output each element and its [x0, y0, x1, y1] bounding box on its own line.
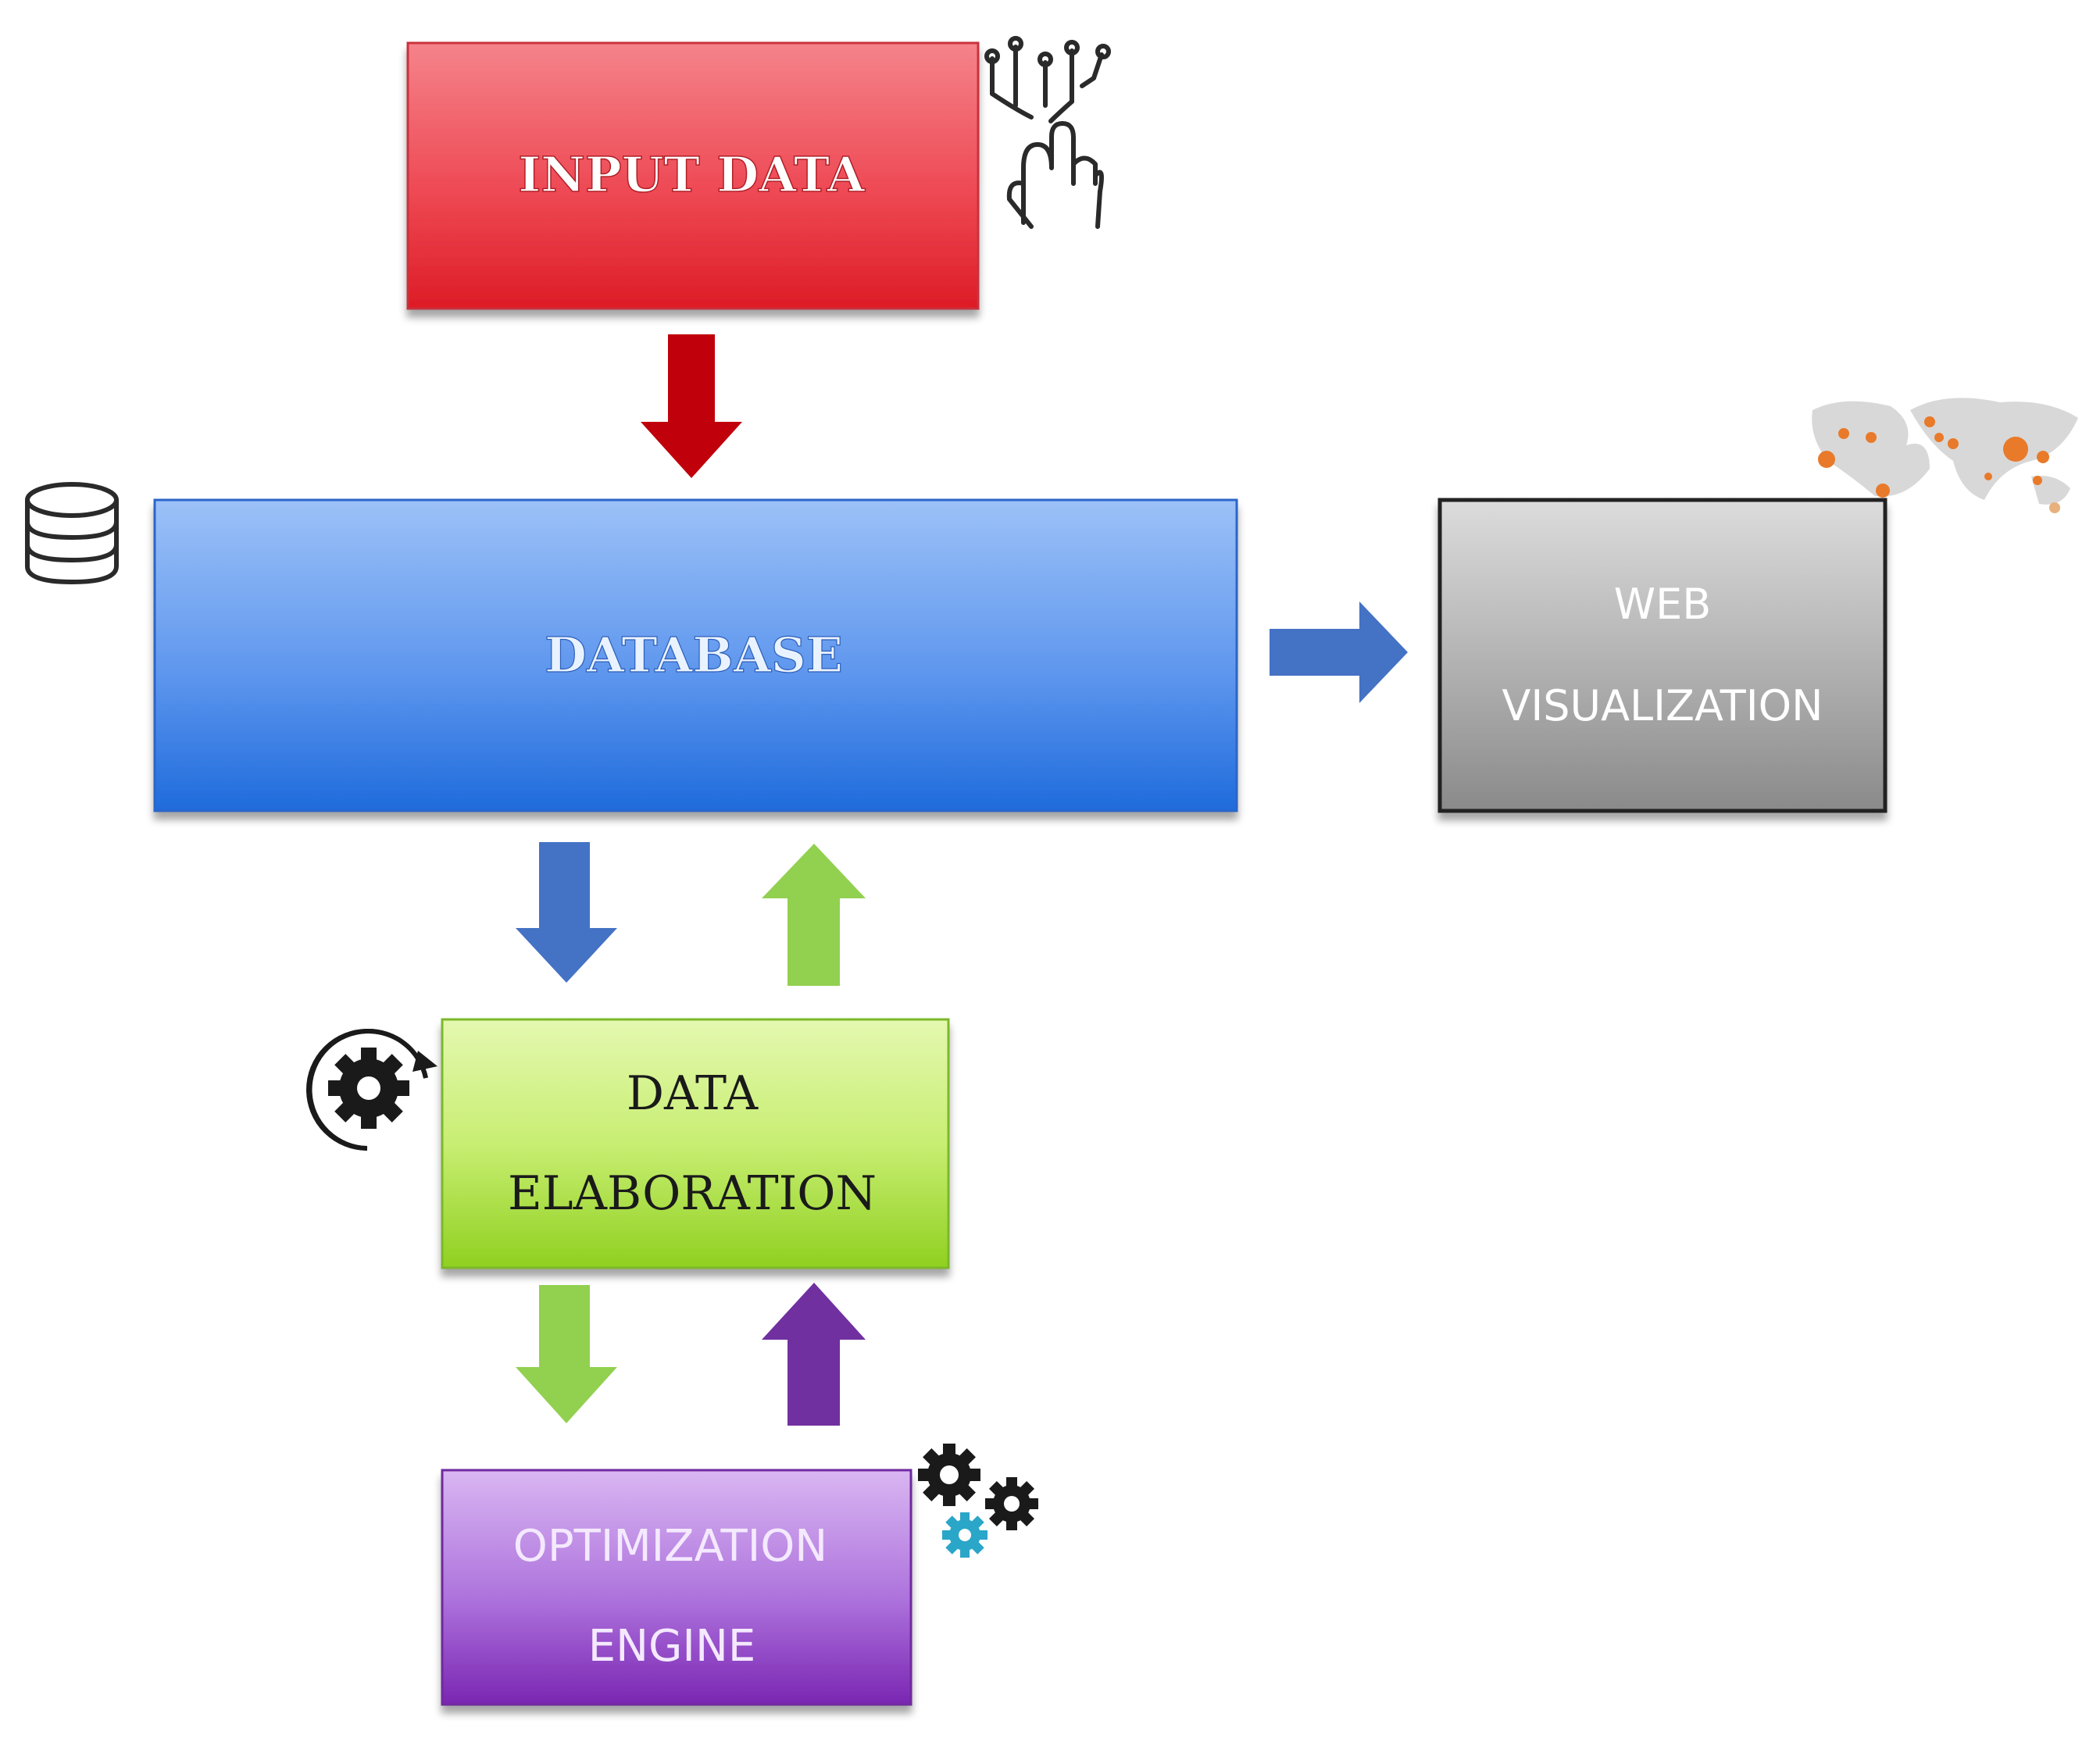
arrow-database-to-elaboration	[516, 842, 617, 983]
optimization-engine-line2: ENGINE	[588, 1621, 755, 1672]
gears-cluster-icon	[918, 1444, 1038, 1558]
rotating-gear-icon	[306, 1028, 438, 1151]
arrow-elaboration-to-database	[762, 844, 866, 986]
data-elaboration-line2: ELABORATION	[508, 1166, 877, 1221]
arrow-optimization-to-elaboration	[762, 1283, 866, 1426]
arrow-database-to-web	[1270, 601, 1408, 703]
input-data-label: INPUT DATA	[518, 146, 865, 203]
web-visualization-line1: WEB	[1614, 580, 1712, 629]
database-label: DATABASE	[545, 626, 843, 684]
database-stack-icon	[25, 482, 119, 585]
web-visualization-line2: VISUALIZATION	[1502, 681, 1823, 730]
arrow-elaboration-to-optimization	[516, 1285, 617, 1423]
arrow-input-to-database	[641, 334, 742, 478]
optimization-engine-box	[441, 1469, 912, 1706]
database-box	[153, 498, 1238, 812]
world-map-dots-icon	[1812, 398, 2078, 513]
data-elaboration-line1: DATA	[627, 1066, 759, 1121]
data-elaboration-box	[441, 1018, 950, 1269]
web-visualization-box	[1438, 498, 1888, 813]
touch-hand-circuit-icon	[984, 36, 1111, 229]
input-data-box	[406, 41, 980, 310]
optimization-engine-line1: OPTIMIZATION	[513, 1521, 827, 1572]
